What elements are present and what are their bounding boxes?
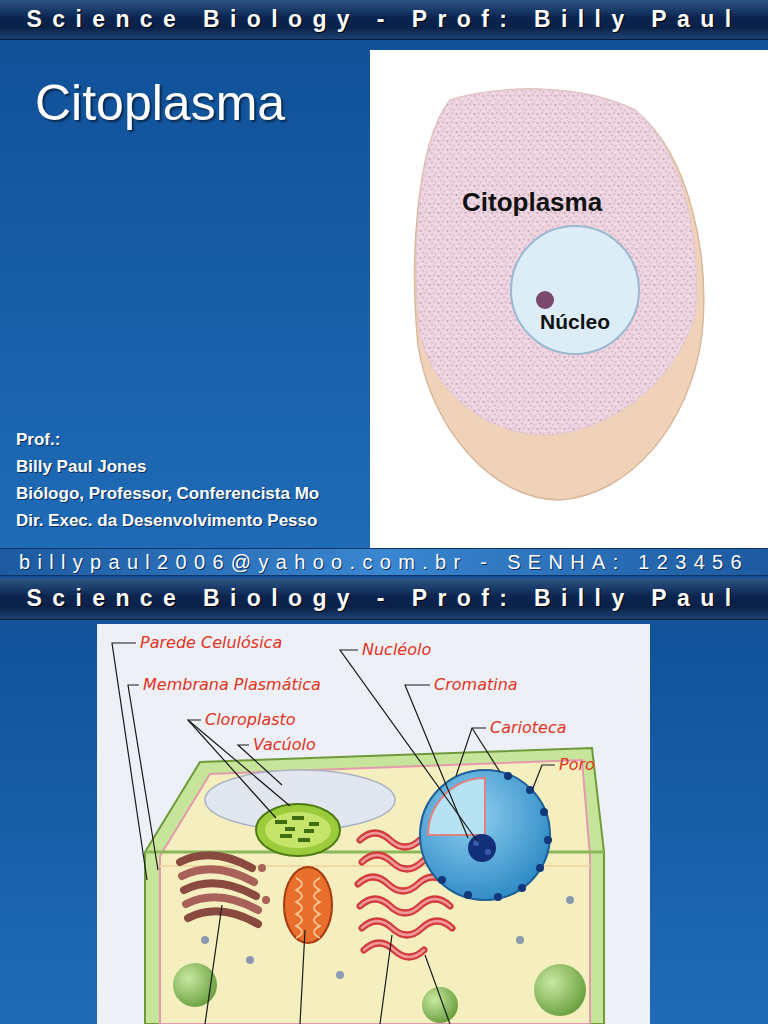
slide-background <box>0 0 768 548</box>
leader-lines <box>425 955 450 1024</box>
chloroplast <box>256 804 340 856</box>
cell-rim <box>415 89 704 500</box>
author-text: Billy Paul Jones <box>16 457 146 477</box>
part-label: Cloroplasto <box>205 710 296 729</box>
header-text: Science Biology - Prof: Billy Paul <box>27 6 742 33</box>
part-label: Citoplasma <box>462 187 602 218</box>
mitochondrion <box>296 878 320 938</box>
image-panel <box>370 50 768 548</box>
mitochondrion <box>284 867 332 943</box>
leader-lines <box>205 905 222 1024</box>
nucleus-sphere <box>518 884 526 892</box>
email-text: billypaul2006@yahoo.com.br - SENHA: 1234… <box>19 551 749 574</box>
slide-title: Citoplasma <box>35 74 285 132</box>
cell-inclusions <box>173 896 586 1023</box>
chloroplast <box>256 804 340 856</box>
golgi <box>258 864 266 872</box>
nucleus-sphere <box>540 808 548 816</box>
author-text: Dir. Exec. da Desenvolvimento Pesso <box>16 511 317 531</box>
email-band: billypaul2006@yahoo.com.br - SENHA: 1234… <box>0 548 768 576</box>
cell-inclusions <box>336 971 344 979</box>
nucleus-sphere <box>420 770 550 900</box>
golgi <box>180 855 270 924</box>
header-band: Science Biology - Prof: Billy Paul <box>0 578 768 620</box>
cell-membrane <box>160 760 590 1024</box>
header-band: Science Biology - Prof: Billy Paul <box>0 0 768 40</box>
leader-lines <box>456 728 486 776</box>
header-text: Science Biology - Prof: Billy Paul <box>27 585 742 612</box>
slide-background <box>0 576 768 1024</box>
mitochondrion <box>284 867 332 943</box>
author-text: Biólogo, Professor, Conferencista Mo <box>16 484 319 504</box>
nucleus-sphere <box>428 778 485 835</box>
leader-lines <box>188 720 290 806</box>
leader-lines <box>188 720 276 818</box>
part-label: Membrana Plasmática <box>143 675 321 694</box>
part-label: Núcleo <box>509 310 641 334</box>
part-label: Poro <box>559 755 595 774</box>
cell-inclusions <box>566 896 574 904</box>
cell-cytoplasm <box>416 89 696 435</box>
nucleus-sphere <box>494 893 502 901</box>
plant-cell-illustration <box>145 748 604 1024</box>
part-label: Nucléolo <box>362 640 431 659</box>
cell-inclusions <box>534 964 586 1016</box>
nucleus-sphere <box>504 772 512 780</box>
cell-inclusions <box>246 956 254 964</box>
nucleus-sphere <box>473 840 479 846</box>
cell-wall <box>145 748 604 1024</box>
cell-inclusions <box>516 936 524 944</box>
nucleus-sphere <box>438 876 446 884</box>
cell-inclusions <box>201 936 209 944</box>
nucleus-sphere <box>536 864 544 872</box>
leader-lines <box>405 685 468 838</box>
golgi <box>262 896 270 904</box>
chloroplast <box>275 818 319 840</box>
golgi <box>188 911 258 924</box>
part-label: Vacúolo <box>253 735 316 754</box>
nucleus-circle: Núcleo <box>509 224 641 356</box>
part-label: Carioteca <box>490 718 567 737</box>
leader-lines <box>300 930 305 1024</box>
image-panel <box>97 624 650 1024</box>
cell-inclusions <box>422 987 458 1023</box>
nucleus-body <box>511 226 639 354</box>
leader-lines <box>112 643 555 1024</box>
part-label: Parede Celulósica <box>140 633 282 652</box>
nucleus-sphere <box>464 891 472 899</box>
cell-outline: Núcleo Citoplasma <box>410 85 710 505</box>
leader-lines <box>380 935 392 1024</box>
author-text: Prof.: <box>16 430 60 450</box>
leader-lines <box>128 685 158 870</box>
leader-lines <box>112 643 147 880</box>
nucleus-sphere <box>544 836 552 844</box>
nucleus-shape <box>509 224 641 356</box>
nucleolus-dot <box>536 291 554 309</box>
leader-lines <box>533 765 555 788</box>
part-label: Cromatina <box>434 675 518 694</box>
nucleus-sphere <box>468 834 496 862</box>
nucleus-sphere <box>485 849 491 855</box>
